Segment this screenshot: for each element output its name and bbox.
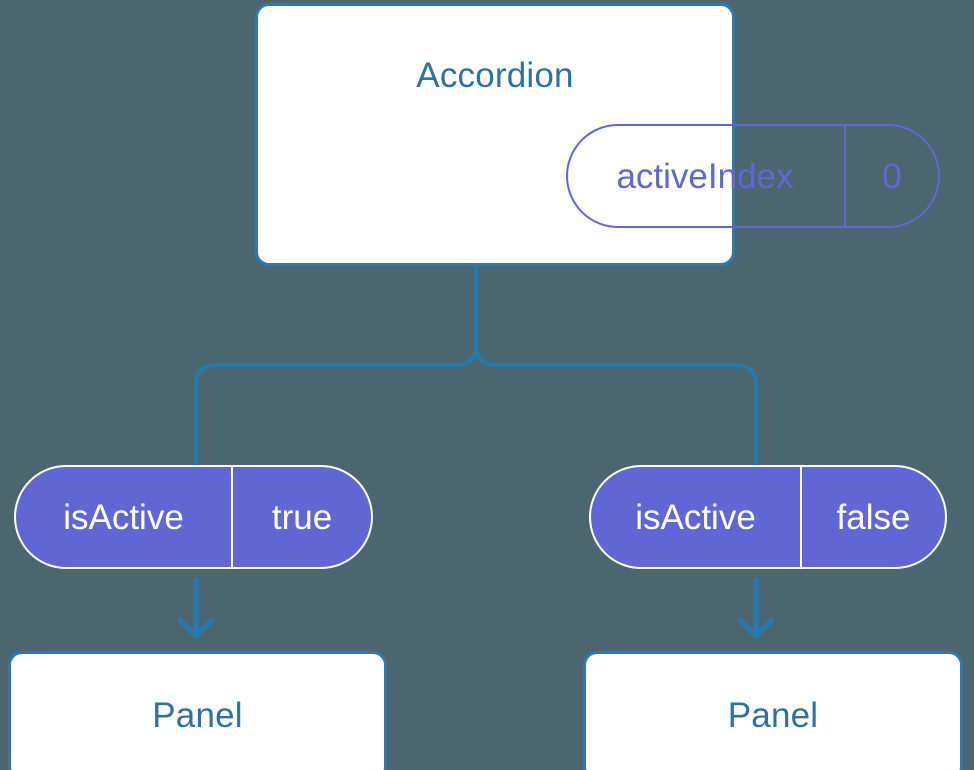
prop-pill-key: isActive [16, 467, 233, 567]
state-pill-activeindex[interactable]: activeIndex 0 [566, 124, 940, 228]
state-pill-value: 0 [882, 156, 902, 196]
component-card-panel-right[interactable]: Panel [583, 651, 963, 770]
prop-pill-isactive-false[interactable]: isActive false [589, 465, 947, 569]
prop-pill-isactive-true[interactable]: isActive true [14, 465, 373, 569]
component-title-panel-left: Panel [152, 696, 243, 735]
component-title-panel-right: Panel [727, 696, 819, 735]
component-card-accordion[interactable]: Accordion activeIndex 0 [255, 3, 940, 266]
prop-pill-value: false [836, 497, 911, 537]
arrow-left-down-icon [177, 578, 215, 639]
component-title-accordion: Accordion [416, 56, 574, 95]
state-pill-key: activeIndex [568, 126, 846, 226]
prop-pill-value: true [271, 497, 333, 537]
branch-connector-path-right [474, 264, 758, 467]
branch-connector-path [194, 264, 478, 467]
arrow-right-down-icon [737, 578, 775, 639]
component-card-panel-left[interactable]: Panel [8, 651, 387, 770]
prop-pill-key: isActive [591, 467, 802, 567]
